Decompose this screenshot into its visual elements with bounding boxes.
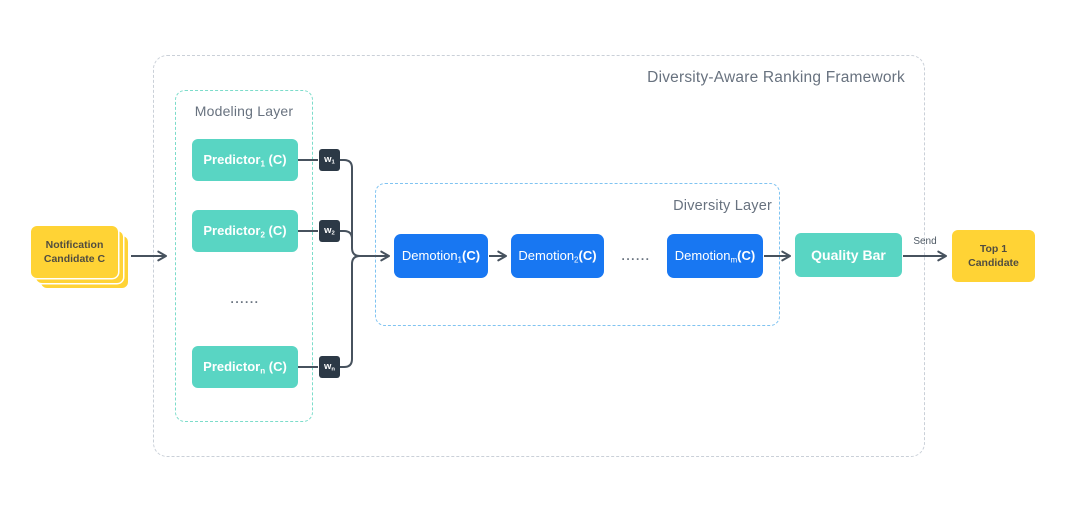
demotion-1-box: Demotion1(C)	[394, 234, 488, 278]
demotion-1-label: Demotion1(C)	[401, 247, 481, 265]
framework-title: Diversity-Aware Ranking Framework	[647, 69, 905, 86]
weight-1-label: w1	[324, 153, 335, 166]
weight-n-label: wn	[324, 360, 335, 373]
demotion-ellipsis: ......	[621, 249, 651, 263]
predictor-1-label: Predictor1 (C)	[203, 151, 287, 169]
merge-line-w2	[340, 230, 353, 240]
predictor-n-label: Predictorn (C)	[203, 358, 287, 376]
demotion-2-label: Demotion2(C)	[518, 247, 597, 265]
output-line1: Top 1	[979, 242, 1008, 255]
input-card-line1: Notification	[45, 238, 104, 251]
input-candidate-stack: Notification Candidate C	[31, 226, 128, 288]
diversity-layer-container	[375, 183, 780, 326]
output-line2: Candidate	[968, 257, 1019, 269]
send-label: Send	[913, 236, 937, 247]
quality-bar-label: Quality Bar	[811, 247, 886, 263]
merge-line-w1	[340, 159, 361, 257]
diversity-layer-title: Diversity Layer	[673, 198, 772, 214]
predictor-ellipsis: ......	[230, 292, 260, 306]
predictor-n-box: Predictorn (C)	[192, 346, 298, 388]
predictor-2-label: Predictor2 (C)	[203, 222, 287, 240]
modeling-layer-container	[175, 90, 313, 422]
weight-2-box: w2	[319, 220, 340, 242]
weight-1-box: w1	[319, 149, 340, 171]
merge-line-wn	[340, 255, 361, 368]
modeling-layer-title: Modeling Layer	[194, 103, 294, 119]
input-card-line2: Candidate C	[43, 253, 106, 265]
predictor-1-box: Predictor1 (C)	[192, 139, 298, 181]
demotion-m-box: Demotionm(C)	[667, 234, 763, 278]
quality-bar-box: Quality Bar	[795, 233, 902, 277]
demotion-m-label: Demotionm(C)	[674, 247, 756, 265]
predictor-2-box: Predictor2 (C)	[192, 210, 298, 252]
demotion-2-box: Demotion2(C)	[511, 234, 604, 278]
weight-n-box: wn	[319, 356, 340, 378]
input-card-front: Notification Candidate C	[31, 226, 118, 278]
weight-2-label: w2	[324, 224, 335, 237]
output-top1-box: Top 1 Candidate	[952, 230, 1035, 282]
